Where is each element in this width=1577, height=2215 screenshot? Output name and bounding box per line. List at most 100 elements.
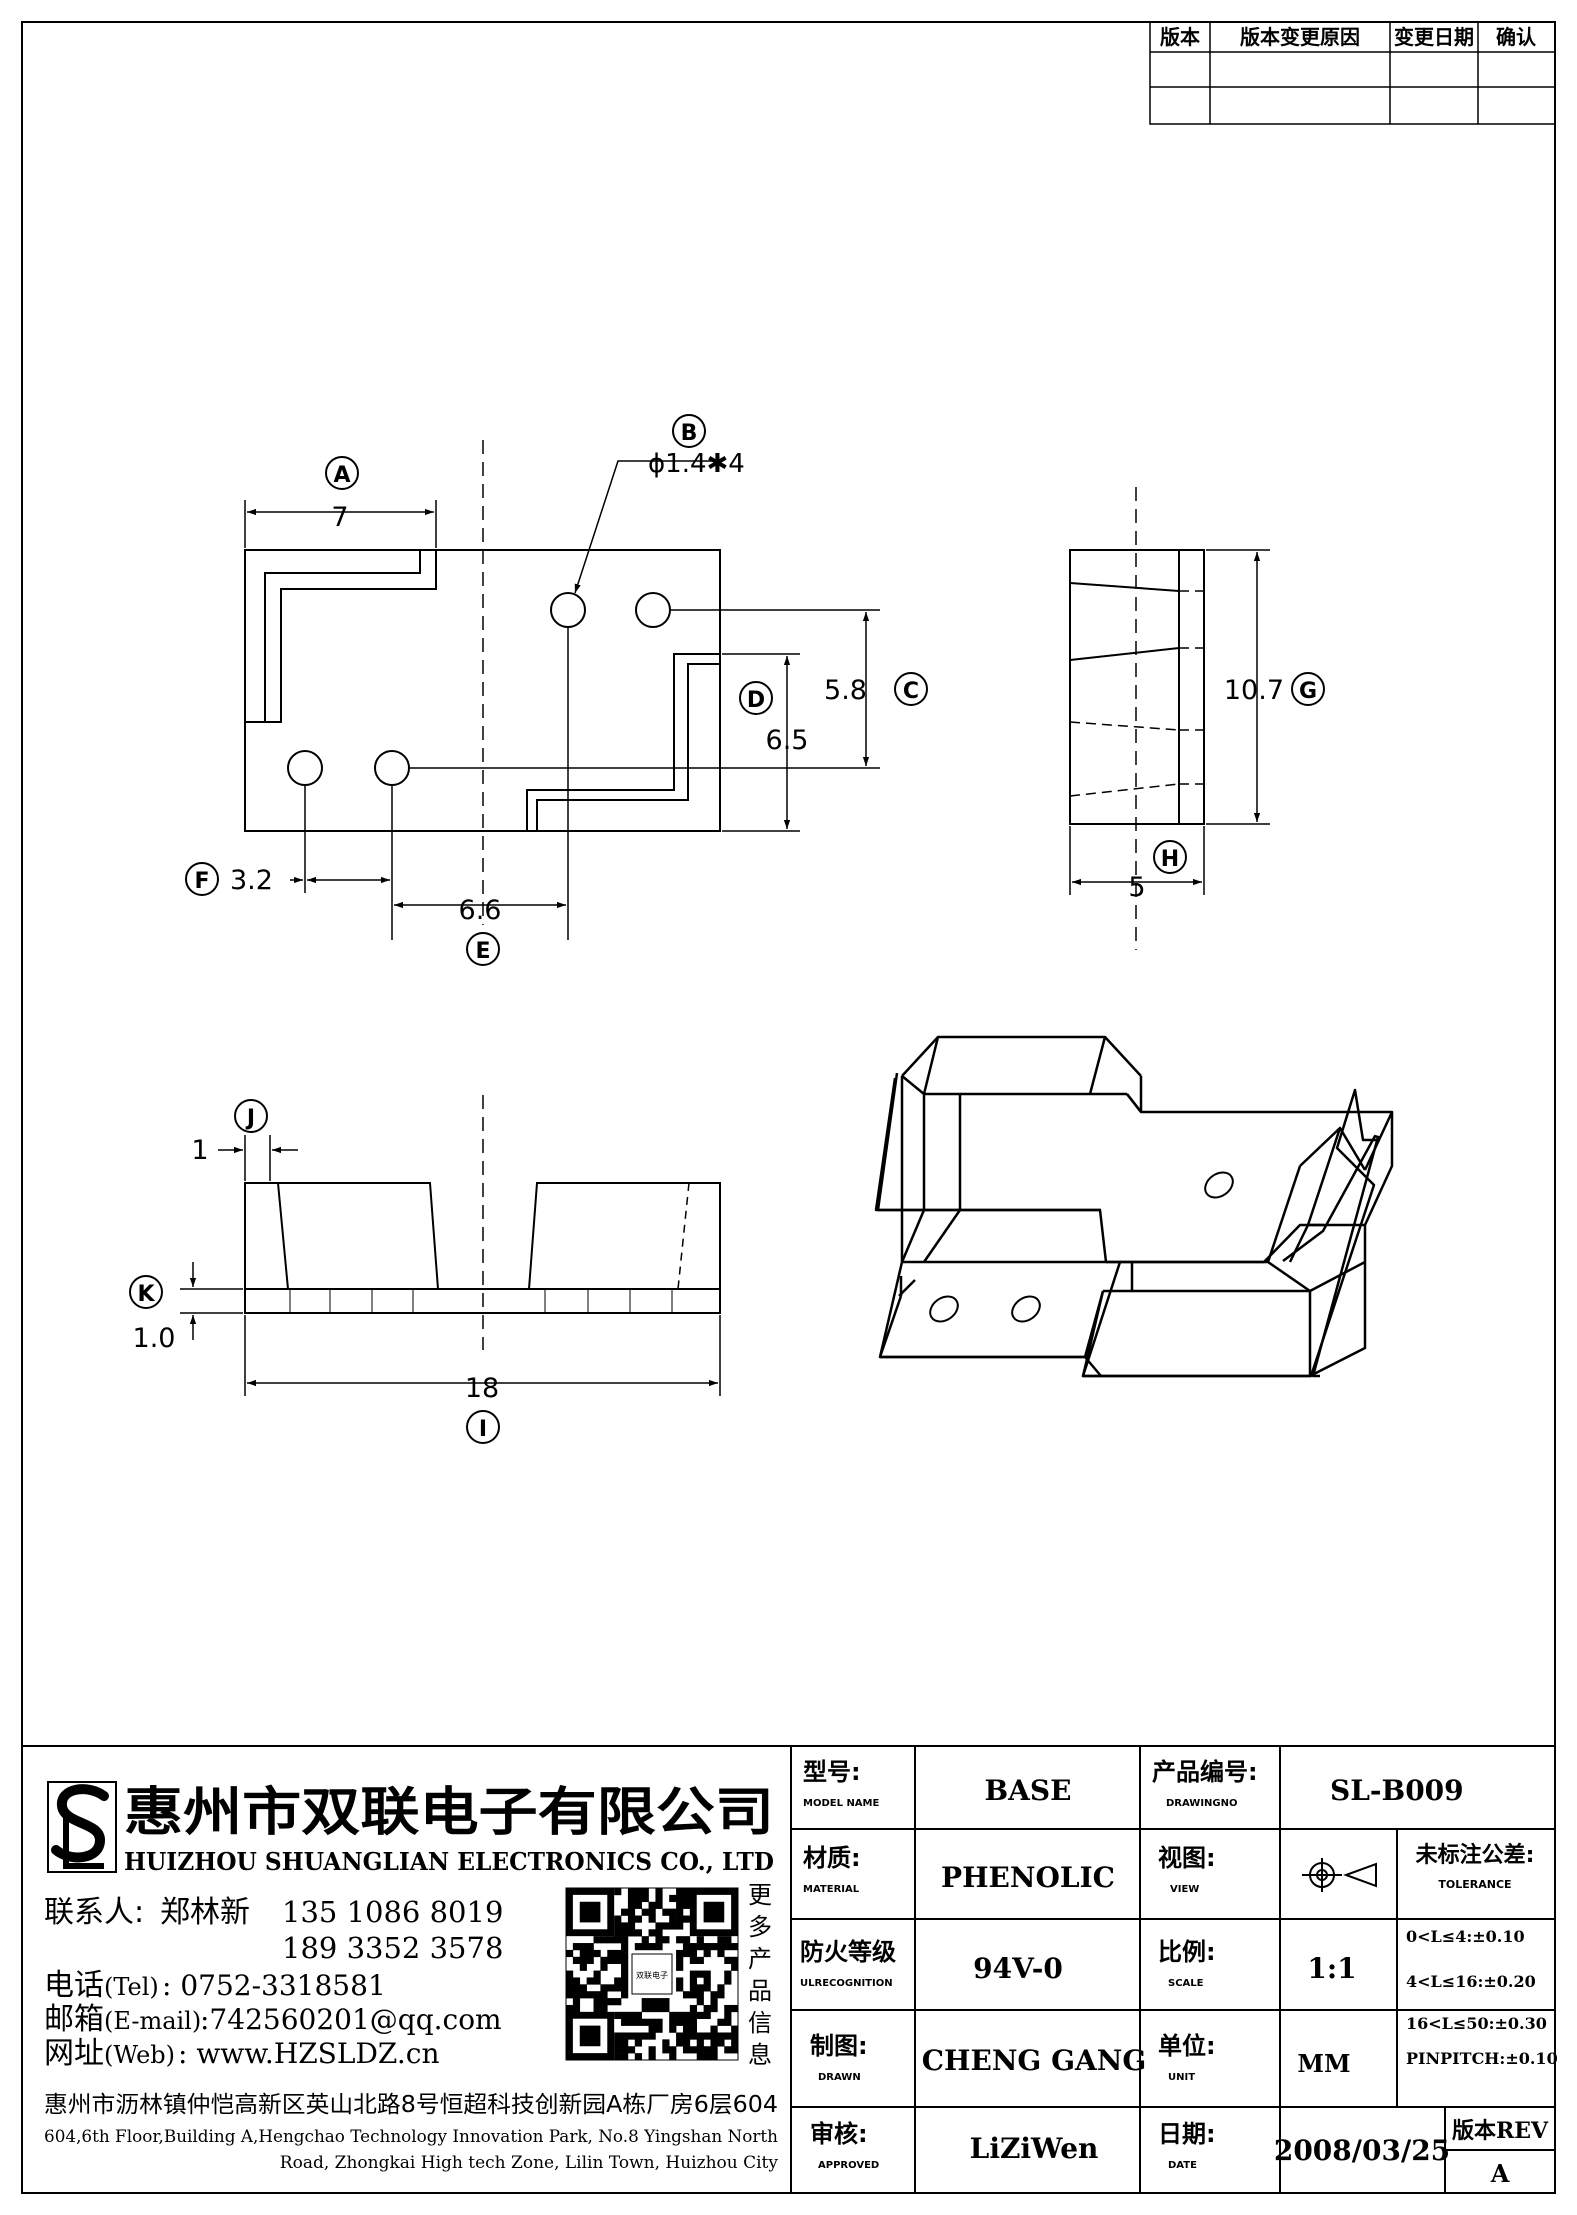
- qr-module: [634, 1894, 642, 1903]
- email-value: :742560201@qq.com: [200, 2003, 502, 2036]
- callout-e-circle: [466, 932, 500, 966]
- material-value: PHENOLIC: [941, 1861, 1115, 1894]
- rev-header-version: 版本: [1160, 25, 1200, 49]
- qr-module: [717, 2039, 725, 2047]
- qr-module: [627, 1901, 636, 1909]
- qr-module: [655, 1929, 663, 1937]
- qr-module: [586, 1956, 594, 1964]
- qr-module: [669, 2046, 677, 2054]
- qr-module: [682, 2032, 691, 2040]
- qr-module: [627, 2018, 636, 2026]
- qr-module: [676, 2039, 684, 2047]
- qr-module: [655, 1943, 663, 1951]
- qr-module: [710, 1998, 718, 2006]
- qr-module: [627, 1915, 636, 1923]
- qr-module: [724, 2032, 732, 2040]
- qr-module: [621, 1949, 629, 1958]
- front-view: [244, 1182, 721, 1314]
- qr-module: [676, 2032, 684, 2040]
- qr-module: [621, 1936, 629, 1944]
- address-en-2: Road, Zhongkai High tech Zone, Lilin Tow…: [280, 2153, 779, 2173]
- qr-module: [634, 1888, 642, 1896]
- qr-module: [634, 2018, 642, 2026]
- unit-value: MM: [1297, 2049, 1350, 2078]
- qr-module: [710, 2032, 718, 2040]
- date-value: 2008/03/25: [1274, 2134, 1450, 2167]
- isometric-holes: [929, 1171, 1234, 1323]
- qr-module: [696, 1956, 704, 1964]
- qr-module: [731, 1963, 739, 1971]
- qr-module: [634, 1915, 642, 1923]
- qr-module: [696, 1936, 704, 1944]
- qr-module: [614, 1949, 622, 1958]
- qr-module: [614, 1998, 622, 2006]
- dim-c-value: 5.8: [824, 675, 867, 706]
- drawingno-label-en: DRAWINGNO: [1166, 1798, 1238, 1809]
- qr-module: [600, 1956, 608, 1964]
- revision-table: [1149, 21, 1556, 125]
- material-label-en: MATERIAL: [803, 1884, 860, 1895]
- qr-module: [621, 1929, 629, 1937]
- qr-module: [593, 1970, 601, 1978]
- unit-label-en: UNIT: [1168, 2072, 1195, 2083]
- qr-module: [662, 1908, 670, 1916]
- fire-label: 防火等级: [800, 1938, 896, 1966]
- tolerance-label-en: TOLERANCE: [1438, 1878, 1511, 1891]
- address-en-1: 604,6th Floor,Building A,Hengchao Techno…: [44, 2127, 778, 2147]
- qr-module: [669, 1922, 677, 1930]
- web-label-en: (Web): [104, 2041, 175, 2069]
- qr-module: [648, 1943, 656, 1951]
- qr-module: [641, 1894, 649, 1903]
- qr-module: [689, 1977, 698, 1985]
- qr-module: [607, 1956, 615, 1964]
- qr-module: [621, 2032, 629, 2040]
- qr-module: [676, 1977, 684, 1985]
- qr-module: [614, 2011, 622, 2020]
- qr-module: [682, 1991, 691, 1999]
- qr-module: [689, 2018, 698, 2026]
- qr-module: [586, 1977, 594, 1985]
- qr-module: [572, 1991, 581, 1999]
- qr-caption-2: 多: [748, 1913, 772, 1941]
- qr-module: [641, 1888, 649, 1896]
- material-label: 材质:: [803, 1844, 861, 1872]
- contact-phone-2: 189 3352 3578: [282, 1931, 503, 1965]
- qr-module: [634, 2032, 642, 2040]
- qr-module: [724, 1943, 732, 1951]
- qr-module: [593, 1977, 601, 1985]
- qr-module: [669, 2025, 677, 2033]
- qr-module: [682, 1943, 691, 1951]
- rev-header-reason: 版本变更原因: [1240, 25, 1360, 49]
- dim-b-leader: [574, 460, 716, 594]
- callout-k-circle: [129, 1275, 163, 1309]
- dim-f-value: 3.2: [230, 865, 273, 896]
- qr-module: [676, 1915, 684, 1923]
- qr-module: [717, 1949, 725, 1958]
- title-block-frame: [22, 1745, 1555, 2193]
- dim-k-lines: [180, 1262, 243, 1340]
- qr-module: [579, 1991, 587, 1999]
- dim-j-value: 1: [191, 1135, 208, 1166]
- qr-module: [621, 2046, 629, 2054]
- callout-c-circle: [894, 672, 928, 706]
- qr-module: [607, 1936, 615, 1944]
- qr-module: [572, 1956, 581, 1964]
- qr-module: [689, 2032, 698, 2040]
- qr-module: [662, 2039, 670, 2047]
- company-name-en: HUIZHOU SHUANGLIAN ELECTRONICS CO., LTD: [124, 1847, 774, 1876]
- qr-module: [607, 1984, 615, 1992]
- qr-module: [627, 1894, 636, 1903]
- qr-module: [662, 1998, 670, 2006]
- qr-module: [689, 1970, 698, 1978]
- dim-g-value: 10.7: [1224, 675, 1284, 706]
- qr-module: [614, 1922, 622, 1930]
- qr-module: [731, 1943, 739, 1951]
- qr-module: [676, 1936, 684, 1944]
- qr-module: [655, 1922, 663, 1930]
- qr-module: [593, 1998, 601, 2006]
- qr-module: [572, 1977, 581, 1985]
- view-label: 视图:: [1158, 1844, 1216, 1872]
- qr-module: [717, 1991, 725, 1999]
- dim-k-value: 1.0: [133, 1323, 176, 1354]
- approved-label-en: APPROVED: [818, 2160, 879, 2171]
